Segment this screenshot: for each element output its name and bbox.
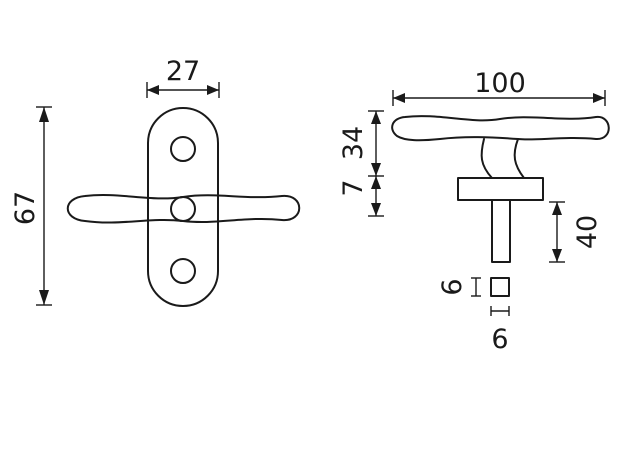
dim-length-arrow-right <box>593 93 605 103</box>
front-view: 27 67 <box>10 56 301 307</box>
backplate <box>147 107 219 307</box>
spindle-square <box>490 277 510 297</box>
screw-hole-top <box>170 136 196 162</box>
dim-height-arrow-bottom <box>39 290 49 305</box>
dim-width-arrow-left <box>147 85 159 95</box>
dim-width-arrow-right <box>207 85 219 95</box>
handle-lever <box>66 194 301 224</box>
handle-neck <box>480 138 493 179</box>
dim-top-arrow-up <box>371 111 381 124</box>
handle-grip <box>391 115 610 142</box>
dim-base-label: 7 <box>338 179 369 196</box>
spindle <box>491 199 511 263</box>
dim-top-label: 34 <box>338 126 369 160</box>
dim-square-v-label: 6 <box>437 278 468 295</box>
screw-hole-bottom <box>170 258 196 284</box>
handle-neck-right <box>513 138 525 179</box>
dim-square-h-label: 6 <box>491 324 508 355</box>
dim-base-arrow-down <box>371 203 381 216</box>
dim-length-arrow-left <box>393 93 405 103</box>
dim-top-arrow-down <box>371 163 381 176</box>
dim-base-arrow-up <box>371 176 381 189</box>
rose-base <box>457 177 544 201</box>
dim-spindle-label: 40 <box>572 215 603 249</box>
dim-width-label: 27 <box>166 56 200 87</box>
dim-height-label: 67 <box>10 191 41 225</box>
dim-spindle-arrow-up <box>552 202 562 215</box>
spindle-hole <box>170 196 196 222</box>
dim-height-arrow-top <box>39 107 49 122</box>
dim-spindle-arrow-down <box>552 249 562 262</box>
side-view: 100 34 7 40 6 6 <box>338 68 610 355</box>
dim-length-label: 100 <box>474 68 526 99</box>
